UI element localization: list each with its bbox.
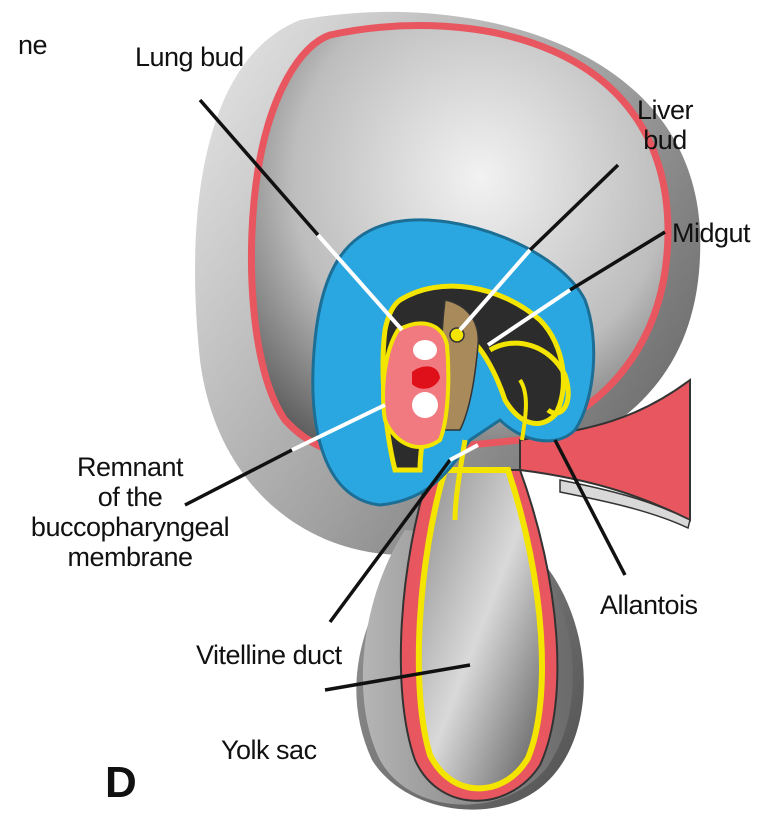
midgut-label: Midgut	[672, 218, 750, 248]
remnant-label-line2: of the	[25, 482, 235, 512]
lung-bud-label: Lung bud	[135, 42, 244, 72]
remnant-label-line3: buccopharyngeal	[25, 512, 235, 542]
liver-bud-label-line2: bud	[615, 125, 715, 155]
pharynx-pocket-lower	[412, 392, 438, 418]
panel-letter: D	[105, 758, 137, 808]
yolk-sac-lumen	[419, 470, 542, 788]
pharynx-pocket-upper	[413, 340, 437, 360]
vitelline-duct-label: Vitelline duct	[196, 640, 342, 670]
cut-fragment-label: ne	[18, 30, 47, 60]
liver-bud-label: Liver bud	[615, 95, 715, 155]
remnant-label: Remnant of the buccopharyngeal membrane	[25, 452, 235, 572]
remnant-label-line4: membrane	[25, 542, 235, 572]
allantois-label: Allantois	[600, 590, 698, 620]
liver-bud-label-line1: Liver	[615, 95, 715, 125]
yolk-sac-label: Yolk sac	[221, 735, 317, 765]
remnant-label-line1: Remnant	[25, 452, 235, 482]
